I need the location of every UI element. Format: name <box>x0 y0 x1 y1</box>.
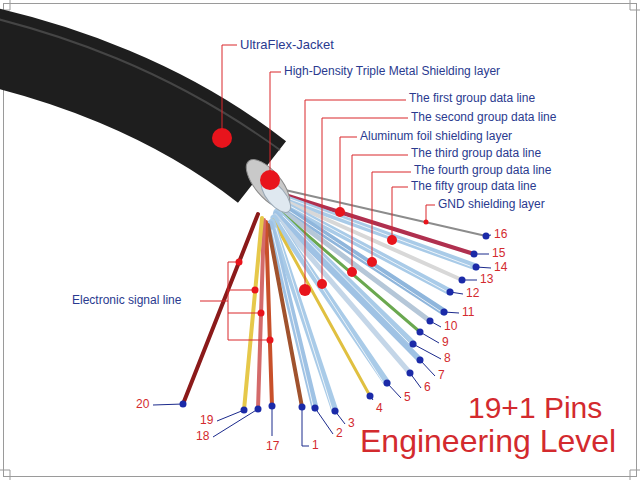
pin-dot <box>180 401 187 408</box>
leader <box>340 137 357 212</box>
callout-dots <box>212 128 429 344</box>
shield-highlights <box>272 199 470 409</box>
callout-dot <box>335 207 345 217</box>
pin-dot <box>299 404 306 411</box>
leader <box>270 72 281 180</box>
callout-number: 1 <box>312 439 319 453</box>
pin-dot <box>473 264 480 271</box>
jacket <box>0 40 262 172</box>
callout-number: 12 <box>466 287 479 301</box>
pin-dots <box>180 233 490 415</box>
pin-dot <box>367 393 374 400</box>
shield-line <box>272 230 313 406</box>
callout-number: 20 <box>136 398 149 412</box>
callout-dot <box>424 220 429 225</box>
pin-dot <box>269 403 276 410</box>
pin-dot <box>441 309 448 316</box>
callout-number: 17 <box>266 440 279 454</box>
callout-dot <box>258 310 265 317</box>
pin-dot <box>459 277 466 284</box>
pin-leaders <box>153 235 491 446</box>
callout-number: 13 <box>480 273 493 287</box>
heading-text: 19+1 Pins <box>468 393 602 423</box>
callout-number: 3 <box>348 417 355 431</box>
pin-dot <box>427 318 434 325</box>
wire-2 <box>270 224 315 408</box>
pin-dot <box>483 233 490 240</box>
callout-number: 14 <box>494 261 507 275</box>
shield-line <box>288 205 446 291</box>
callout-number: 2 <box>336 427 343 441</box>
callout-dot <box>212 128 232 148</box>
part-name: The fourth group data line <box>414 164 551 178</box>
callout-dot <box>387 235 397 245</box>
callout-dot <box>260 170 280 190</box>
leader <box>352 155 408 272</box>
jacket-highlight <box>0 10 280 150</box>
callout-dot <box>367 257 377 267</box>
callout-number: 8 <box>444 352 451 366</box>
callout-dot <box>317 279 327 289</box>
heading-text: Engineering Level <box>360 425 616 457</box>
callout-number: 16 <box>494 228 507 242</box>
callout-number: 18 <box>196 430 209 444</box>
callout-number: 11 <box>462 306 474 320</box>
part-name: The fifty group data line <box>411 180 536 194</box>
part-name: UltraFlex-Jacket <box>240 38 334 53</box>
leader <box>392 187 408 240</box>
shield-line <box>280 222 383 382</box>
callout-dot <box>267 337 274 344</box>
pin-dot <box>384 380 391 387</box>
part-name: The first group data line <box>409 92 535 106</box>
wire-20 <box>183 214 258 404</box>
wires <box>183 190 486 411</box>
part-name: Aluminum foil shielding layer <box>360 130 512 144</box>
callout-number: 6 <box>424 381 431 395</box>
pin-dot <box>417 357 424 364</box>
wire-17 <box>266 222 272 406</box>
callout-number: 10 <box>444 320 457 334</box>
pin-dot <box>241 407 248 414</box>
leader <box>222 45 237 138</box>
callout-number: 19 <box>200 414 213 428</box>
part-name: The third group data line <box>411 147 541 161</box>
shield-line <box>286 209 440 311</box>
pin-dot <box>410 341 417 348</box>
callout-number: 9 <box>442 336 449 350</box>
shield-line <box>276 228 332 409</box>
pin-dot <box>417 329 424 336</box>
leader <box>372 172 411 262</box>
part-name: High-Density Triple Metal Shielding laye… <box>284 65 500 79</box>
callout-dot <box>236 259 243 266</box>
leader <box>426 205 435 222</box>
leader <box>305 100 406 290</box>
callout-leaders <box>200 45 435 340</box>
callout-number: 15 <box>492 247 505 261</box>
callout-number: 4 <box>376 402 383 416</box>
wire-3 <box>272 222 335 411</box>
part-name: GND shielding layer <box>438 198 545 212</box>
callout-number: 7 <box>438 369 445 383</box>
pin-dot <box>447 289 454 296</box>
callout-dot <box>347 267 357 277</box>
part-name: The second group data line <box>411 111 556 125</box>
pin-leader <box>153 235 491 446</box>
signal-bracket <box>200 262 270 340</box>
pin-dot <box>332 408 339 415</box>
callout-dot <box>252 287 259 294</box>
part-name: Electronic signal line <box>72 294 181 308</box>
pin-dot <box>407 370 414 377</box>
callout-dot <box>299 284 311 296</box>
pin-dot <box>312 405 319 412</box>
pin-dot <box>255 406 262 413</box>
callout-number: 5 <box>404 391 411 405</box>
pin-dot <box>471 251 478 258</box>
